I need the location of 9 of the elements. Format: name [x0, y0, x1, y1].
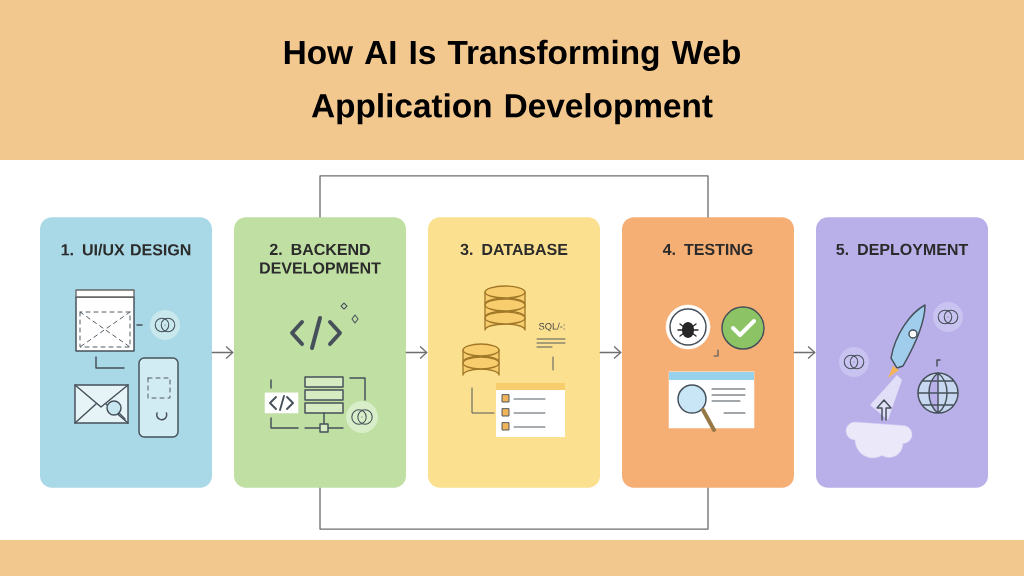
connector [211, 345, 234, 360]
connector [793, 345, 816, 360]
connector [405, 345, 428, 360]
title: How AI Is Transforming Web Application Development [284, 39, 740, 125]
connector [319, 175, 709, 218]
connector [319, 487, 709, 530]
step-card: 2. BACKEND DEVELOPMENT [234, 217, 406, 488]
code-label: SQL/-: [538, 322, 565, 332]
connector [599, 345, 622, 360]
